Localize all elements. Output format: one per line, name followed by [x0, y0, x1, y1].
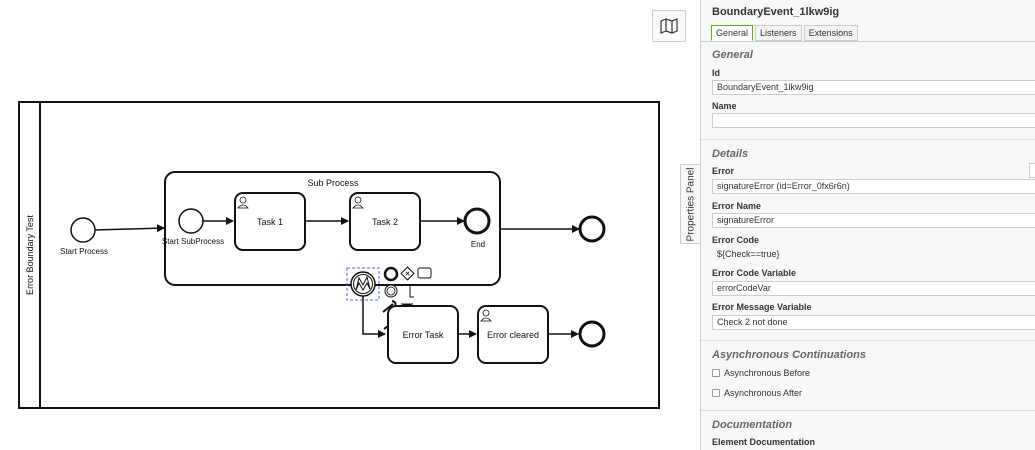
task-1-label: Task 1: [257, 217, 283, 227]
sequence-flow[interactable]: [362, 296, 386, 338]
error-message-variable-input[interactable]: Check 2 not done: [712, 315, 1035, 330]
details-group-title: Details: [712, 148, 749, 160]
subprocess[interactable]: [164, 171, 501, 286]
start-process-event[interactable]: [70, 217, 96, 243]
error-icon: [355, 275, 371, 292]
id-label: Id: [712, 68, 720, 78]
bpmn-canvas[interactable]: Error Boundary Test Start Process Sub Pr…: [0, 0, 700, 450]
process-end-event[interactable]: [578, 215, 606, 243]
element-documentation-label: Element Documentation: [712, 437, 816, 447]
intermediate-inner-ring: [386, 286, 396, 296]
group-separator: [701, 139, 1035, 140]
error-code-label: Error Code: [712, 235, 760, 245]
error-code-variable-label: Error Code Variable: [712, 268, 797, 278]
error-message-variable-label: Error Message Variable: [712, 302, 812, 312]
boundary-inner-ring: [353, 274, 373, 294]
async-after-label: Asynchronous After: [724, 388, 803, 398]
tab-extensions[interactable]: Extensions: [803, 25, 858, 41]
gateway-marker: [405, 271, 410, 276]
error-end-event[interactable]: [578, 320, 606, 348]
async-group-title: Asynchronous Continuations: [712, 349, 866, 361]
start-subprocess-label: Start SubProcess: [162, 237, 224, 246]
pool-label: Error Boundary Test: [25, 215, 35, 295]
subprocess-label: Sub Process: [307, 178, 359, 188]
element-title: BoundaryEvent_1lkw9ig: [712, 6, 840, 18]
error-add-button[interactable]: [1029, 163, 1035, 178]
user-task-icon: [480, 309, 492, 322]
error-code-variable-input[interactable]: errorCodeVar: [712, 281, 1035, 296]
tab-divider: [701, 41, 1035, 42]
properties-panel-toggle-label: Properties Panel: [685, 167, 696, 241]
documentation-group-title: Documentation: [712, 419, 793, 431]
start-process-label: Start Process: [60, 247, 108, 256]
error-cleared-label: Error cleared: [487, 330, 539, 340]
async-after-checkbox[interactable]: [712, 389, 720, 397]
error-task-label: Error Task: [403, 330, 444, 340]
user-task-icon: [352, 196, 364, 209]
tab-listeners[interactable]: Listeners: [755, 25, 802, 41]
bpmn-diagram: Error Boundary Test Start Process Sub Pr…: [18, 101, 660, 409]
task-2-label: Task 2: [372, 217, 398, 227]
map-icon: [660, 18, 678, 34]
error-label: Error: [712, 166, 735, 176]
error-select[interactable]: signatureError (id=Error_0fx6r6n): [712, 179, 1035, 194]
sequence-flow[interactable]: [94, 224, 165, 233]
user-task-icon: [237, 196, 249, 209]
async-after-row[interactable]: Asynchronous After: [712, 388, 802, 398]
start-subprocess-event[interactable]: [178, 208, 204, 234]
append-task-icon[interactable]: [417, 267, 432, 279]
end-label: End: [471, 240, 485, 249]
async-before-checkbox[interactable]: [712, 369, 720, 377]
end-event[interactable]: [463, 207, 491, 235]
tab-general[interactable]: General: [711, 25, 754, 41]
error-name-label: Error Name: [712, 201, 762, 211]
append-end-event-icon[interactable]: [383, 266, 399, 282]
properties-panel: BoundaryEvent_1lkw9ig General Listeners …: [700, 0, 1035, 450]
name-label: Name: [712, 101, 737, 111]
error-name-input[interactable]: signatureError: [712, 213, 1035, 228]
async-before-label: Asynchronous Before: [724, 368, 811, 378]
group-separator: [701, 340, 1035, 341]
properties-tabs: General Listeners Extensions: [711, 25, 860, 42]
error-code-input[interactable]: ${Check==true}: [717, 249, 780, 259]
async-before-row[interactable]: Asynchronous Before: [712, 368, 810, 378]
general-group-title: General: [712, 49, 753, 61]
id-input[interactable]: BoundaryEvent_1lkw9ig: [712, 80, 1035, 95]
minimap-button[interactable]: [652, 10, 686, 42]
text-annotation-icon[interactable]: [409, 284, 414, 298]
properties-panel-toggle[interactable]: Properties Panel: [680, 164, 700, 244]
group-separator: [701, 410, 1035, 411]
name-input[interactable]: [712, 113, 1035, 128]
